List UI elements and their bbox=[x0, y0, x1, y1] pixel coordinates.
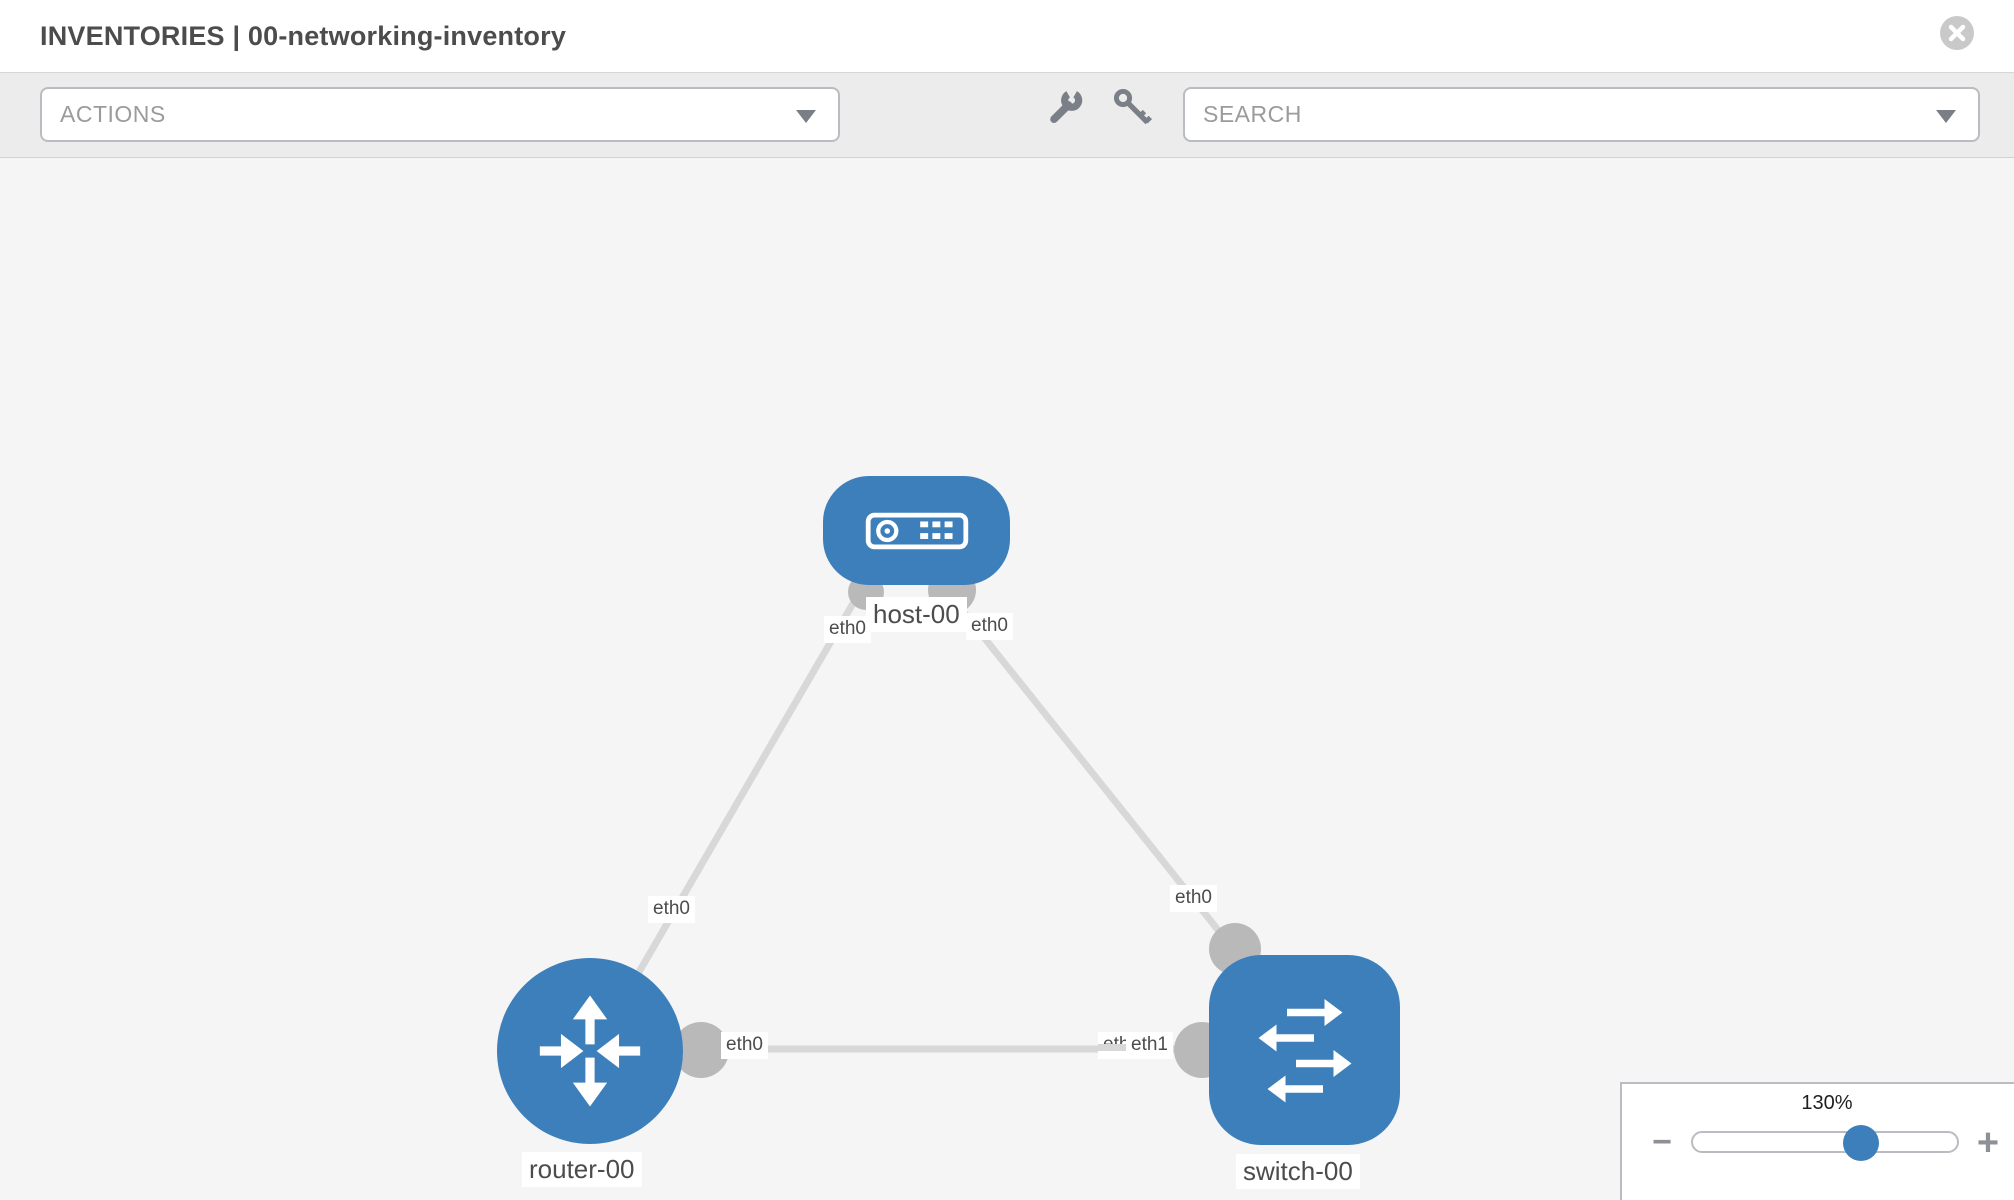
close-icon bbox=[1948, 24, 1966, 42]
configure-button[interactable] bbox=[1041, 81, 1089, 133]
zoom-percent-label: 130% bbox=[1801, 1092, 1853, 1114]
chevron-down-icon bbox=[1936, 109, 1956, 123]
actions-dropdown[interactable]: ACTIONS bbox=[40, 87, 840, 142]
interface-label-router-eth0-right: eth0 bbox=[721, 1032, 768, 1059]
credentials-button[interactable] bbox=[1108, 81, 1156, 133]
interface-label-switch-eth0-top: eth0 bbox=[1170, 885, 1217, 912]
toolbar: ACTIONS SEARCH bbox=[0, 73, 2014, 158]
node-switch-00[interactable] bbox=[1209, 955, 1400, 1145]
link-segment-overlay bbox=[1098, 1044, 1126, 1051]
node-label-host-00: host-00 bbox=[866, 597, 967, 633]
node-label-router-00: router-00 bbox=[522, 1152, 642, 1188]
interface-label-switch-eth1: eth1 bbox=[1126, 1032, 1173, 1059]
node-host-00[interactable] bbox=[823, 476, 1010, 585]
page-header: INVENTORIES | 00-networking-inventory bbox=[0, 0, 2014, 73]
key-icon bbox=[1113, 88, 1153, 125]
actions-dropdown-label: ACTIONS bbox=[60, 101, 166, 127]
interface-label-router-eth0-top: eth0 bbox=[648, 896, 695, 923]
close-button[interactable] bbox=[1940, 16, 1974, 50]
host-icon bbox=[865, 512, 968, 549]
zoom-slider-handle[interactable] bbox=[1843, 1125, 1879, 1161]
wrench-icon bbox=[1050, 91, 1083, 123]
zoom-slider-track[interactable] bbox=[1691, 1131, 1959, 1153]
zoom-control-panel: 130% − + bbox=[1620, 1082, 2014, 1200]
interface-label-host-eth0-right: eth0 bbox=[966, 613, 1013, 640]
search-dropdown[interactable]: SEARCH bbox=[1183, 87, 1980, 142]
node-label-switch-00: switch-00 bbox=[1236, 1154, 1360, 1190]
interface-label-host-eth0-left: eth0 bbox=[824, 616, 871, 643]
zoom-in-button[interactable]: + bbox=[1976, 1122, 2000, 1164]
switch-icon bbox=[1258, 999, 1351, 1103]
node-router-00[interactable] bbox=[497, 958, 683, 1144]
search-dropdown-label: SEARCH bbox=[1203, 101, 1302, 127]
chevron-down-icon bbox=[796, 109, 816, 123]
topology-canvas[interactable]: eth0 eth0 eth0 eth0 eth0 eth0 eth1 host-… bbox=[0, 158, 2014, 1200]
zoom-out-button[interactable]: − bbox=[1652, 1123, 1672, 1161]
topology-links-layer bbox=[588, 566, 1261, 1078]
router-icon bbox=[539, 995, 641, 1107]
page-title: INVENTORIES | 00-networking-inventory bbox=[40, 21, 567, 51]
